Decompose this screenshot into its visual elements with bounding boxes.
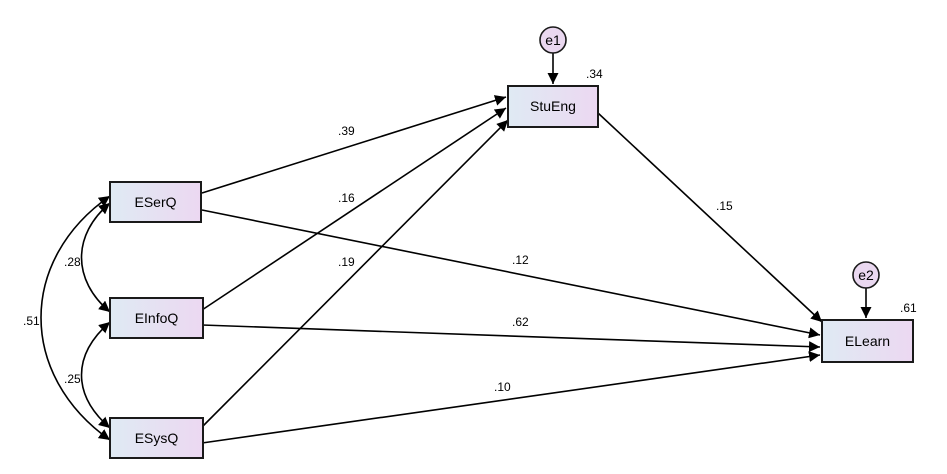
node-stueng-label: StuEng <box>530 98 576 114</box>
corr-eserq-einfoq: .28 <box>64 255 81 269</box>
curve-einfoq-esysq <box>80 321 111 429</box>
node-elearn: ELearn <box>821 319 914 363</box>
coef-einfoq-stueng: .16 <box>338 191 355 205</box>
r2-stueng: .34 <box>586 67 603 81</box>
edge-einfoq-stueng <box>201 107 507 311</box>
coef-eserq-stueng: .39 <box>338 124 355 138</box>
curve-eserq-einfoq <box>80 202 111 313</box>
edge-einfoq-elearn <box>201 324 821 353</box>
correlation-curves <box>40 195 111 441</box>
node-stueng-box <box>507 85 599 128</box>
r2-elearn: .61 <box>900 301 917 315</box>
corr-eserq-esysq: .51 <box>23 314 40 328</box>
node-eserq-label: ESerQ <box>134 194 176 210</box>
error-e2: e2 <box>852 261 880 318</box>
error-e1: e1 <box>539 26 567 84</box>
edge-eserq-stueng <box>201 95 507 194</box>
node-esysq: ESysQ <box>109 417 204 459</box>
error-e1-label: e1 <box>545 32 561 48</box>
path-edges <box>201 95 823 444</box>
error-e2-label: e2 <box>858 267 874 283</box>
node-elearn-label: ELearn <box>845 333 890 349</box>
node-esysq-label: ESysQ <box>135 430 179 446</box>
edge-eserq-elearn <box>201 209 821 339</box>
coef-esysq-elearn: .10 <box>494 380 511 394</box>
coef-stueng-elearn: .15 <box>716 199 733 213</box>
error-e1-circle <box>539 26 567 54</box>
curve-eserq-esysq <box>40 195 111 441</box>
edge-esysq-stueng <box>201 119 509 428</box>
coef-einfoq-elearn: .62 <box>512 315 529 329</box>
node-stueng: StuEng <box>507 85 599 128</box>
node-einfoq: EInfoQ <box>109 297 204 339</box>
node-eserq-box <box>109 181 202 223</box>
coef-eserq-elearn: .12 <box>512 253 529 267</box>
corr-einfoq-esysq: .25 <box>64 372 81 386</box>
edge-esysq-elearn <box>201 351 821 444</box>
node-elearn-box <box>821 319 914 363</box>
node-einfoq-box <box>109 297 204 339</box>
node-einfoq-label: EInfoQ <box>135 310 179 326</box>
error-e2-circle <box>852 261 880 289</box>
node-eserq: ESerQ <box>109 181 202 223</box>
edge-stueng-elearn <box>597 112 823 323</box>
node-esysq-box <box>109 417 204 459</box>
coef-esysq-stueng: .19 <box>338 255 355 269</box>
